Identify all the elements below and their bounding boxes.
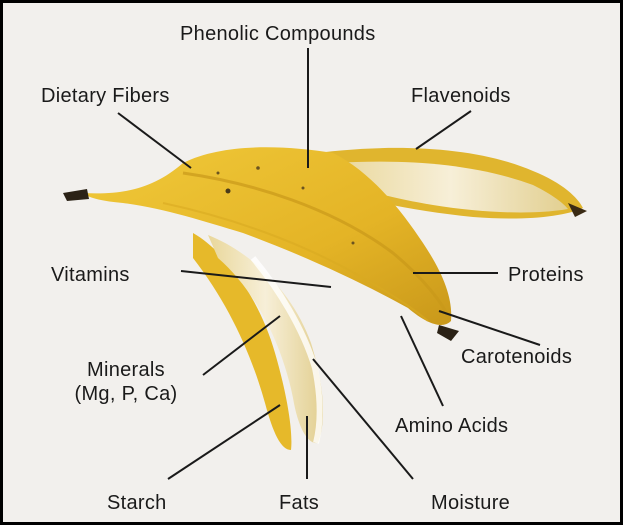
peel-end-tip: [437, 325, 459, 341]
diagram-frame: Phenolic Compounds Dietary Fibers Flaven…: [3, 3, 620, 522]
label-minerals-line2: (Mg, P, Ca): [61, 382, 191, 406]
leader-carotenoids: [439, 311, 540, 345]
label-flavenoids: Flavenoids: [411, 84, 511, 108]
left-hanging-peel: [193, 233, 323, 450]
label-phenolic-compounds: Phenolic Compounds: [180, 22, 376, 46]
label-starch: Starch: [107, 491, 167, 515]
label-fats: Fats: [279, 491, 319, 515]
label-carotenoids: Carotenoids: [461, 345, 572, 369]
leader-flavenoids: [416, 111, 471, 149]
leader-dietary: [118, 113, 191, 168]
leader-amino: [401, 316, 443, 406]
label-moisture: Moisture: [431, 491, 510, 515]
label-amino-acids: Amino Acids: [395, 414, 508, 438]
stem-tip: [63, 189, 89, 201]
label-minerals: Minerals (Mg, P, Ca): [61, 358, 191, 406]
label-proteins: Proteins: [508, 263, 584, 287]
label-dietary-fibers: Dietary Fibers: [41, 84, 170, 108]
label-vitamins: Vitamins: [51, 263, 130, 287]
leader-starch: [168, 405, 280, 479]
label-minerals-line1: Minerals: [61, 358, 191, 382]
